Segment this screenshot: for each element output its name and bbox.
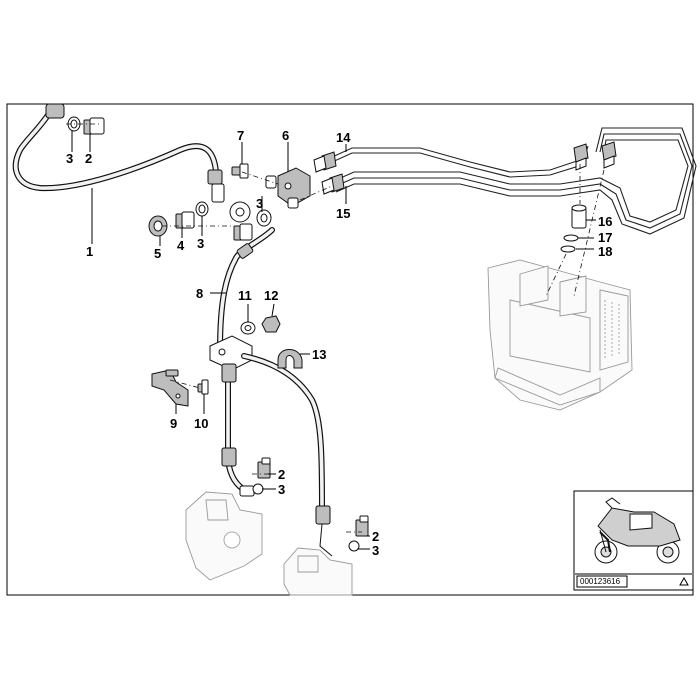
brake-caliper-right	[283, 547, 353, 596]
sleeve-16	[571, 204, 587, 229]
callout-2-top: 2	[85, 151, 92, 166]
callout-2-lower-left: 2	[278, 467, 285, 482]
o-ring-18	[560, 245, 576, 253]
callout-11: 11	[238, 288, 252, 303]
callout-8: 8	[196, 286, 203, 301]
banjo-bolt-top-left	[83, 117, 105, 135]
banjo-bolt-4	[175, 211, 195, 229]
inset-part-code: 000123616	[580, 577, 621, 586]
callout-14: 14	[336, 130, 351, 145]
sealing-ring-lower-right	[348, 540, 360, 552]
brake-pipe-15	[321, 127, 697, 235]
callout-13: 13	[312, 347, 326, 362]
o-ring-17	[563, 234, 579, 242]
hose-clamp-13	[277, 349, 303, 369]
callout-16: 16	[598, 214, 612, 229]
sealing-ring-lower-left	[252, 483, 264, 495]
callout-17: 17	[598, 230, 612, 245]
banjo-fitting-center	[229, 201, 251, 223]
callout-5: 5	[154, 246, 161, 261]
callout-3-lower-right: 3	[372, 543, 379, 558]
cap-5	[148, 215, 168, 237]
callout-12: 12	[264, 288, 278, 303]
callout-3-top: 3	[66, 151, 73, 166]
bolt-10	[197, 379, 209, 395]
pipe-nut-abs-1	[573, 143, 589, 171]
callout-3-center: 3	[256, 196, 263, 211]
distributor-bracket-6	[265, 167, 311, 209]
washer-11	[240, 321, 256, 335]
callout-4: 4	[177, 238, 185, 253]
brake-hose-1	[12, 103, 225, 203]
nut-12	[261, 315, 281, 333]
callout-3-mid: 3	[197, 236, 204, 251]
callout-2-lower-right: 2	[372, 529, 379, 544]
callout-6: 6	[282, 128, 289, 143]
callout-18: 18	[598, 244, 612, 259]
callout-labels: 1 2 3 5 4 3 7 6 3 14 15 16 17 18 8 11 12…	[66, 128, 612, 558]
brake-caliper-left	[185, 491, 263, 581]
callout-10: 10	[194, 416, 208, 431]
bolt-7	[231, 163, 249, 179]
brake-hose-front-right	[241, 353, 333, 557]
bolt-center	[233, 223, 253, 241]
leader-lines	[71, 130, 596, 550]
callout-15: 15	[336, 206, 350, 221]
assembly-guide-lines	[66, 123, 605, 533]
callout-3-lower-left: 3	[278, 482, 285, 497]
pipe-nut-abs-2	[601, 141, 617, 169]
callout-7: 7	[237, 128, 244, 143]
callout-9: 9	[170, 416, 177, 431]
banjo-bolt-lower-right	[355, 515, 369, 537]
banjo-bolt-lower-left	[257, 457, 271, 479]
brake-hose-front-left	[221, 363, 255, 497]
callout-1: 1	[86, 244, 93, 259]
motorcycle-inset: 000123616	[573, 490, 694, 591]
bolt-9-upper	[165, 369, 179, 377]
brake-line-8	[217, 227, 275, 353]
abs-pressure-modulator	[487, 259, 633, 411]
